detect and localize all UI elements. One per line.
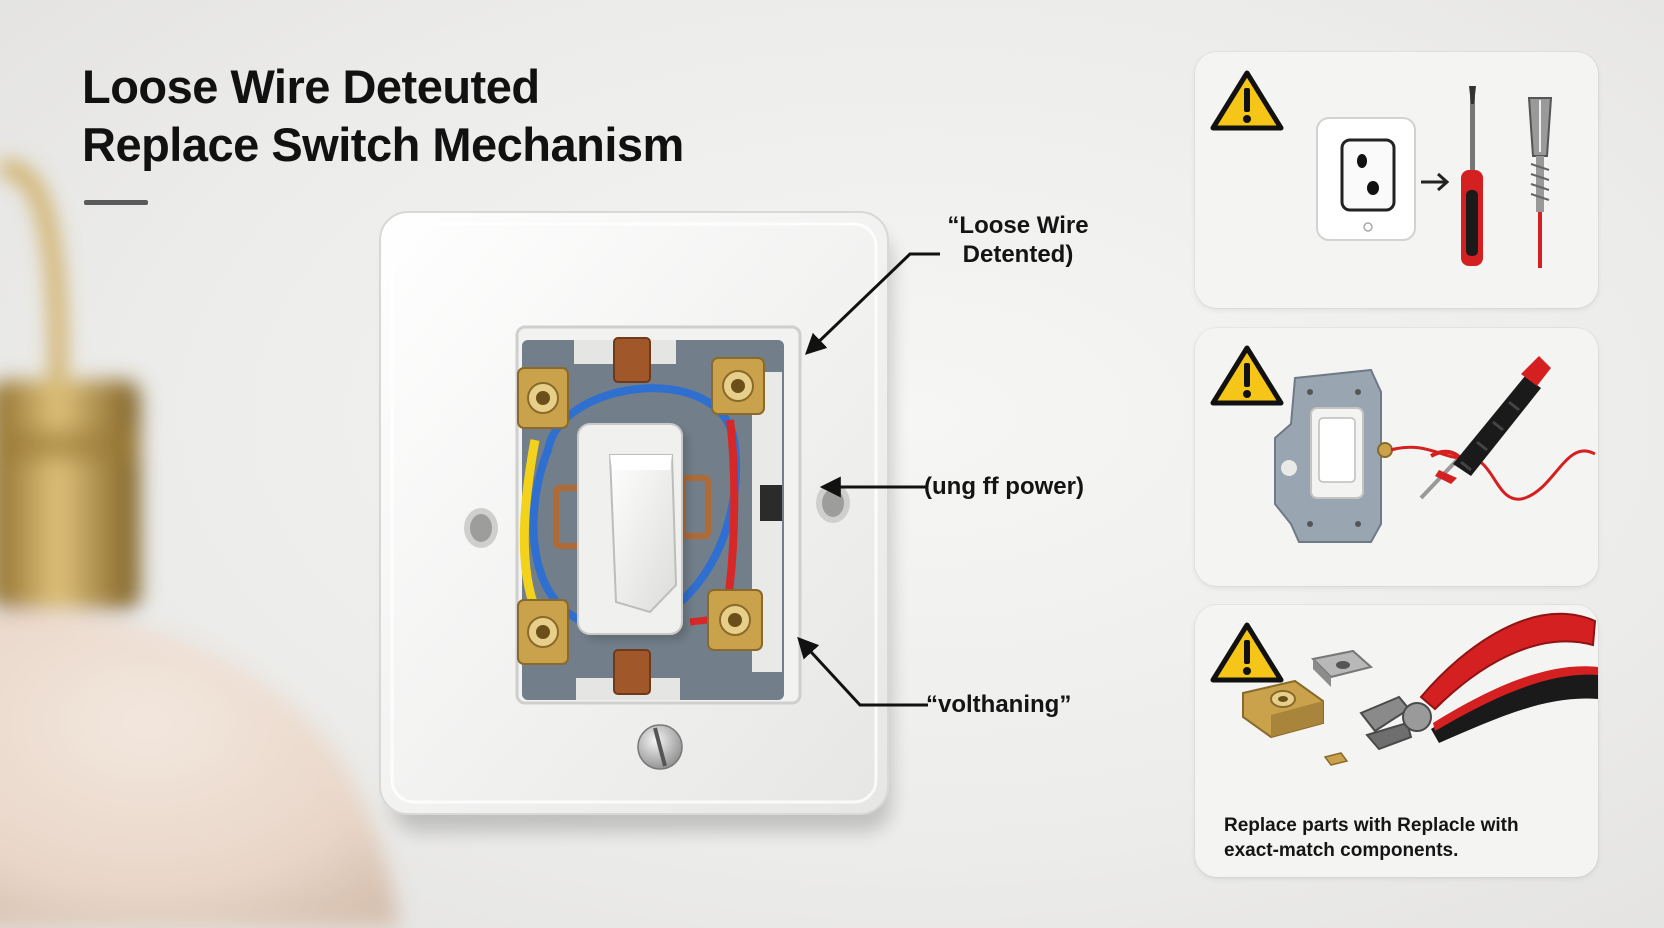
title-underline — [84, 200, 148, 205]
arrow-right-icon — [1421, 172, 1450, 192]
step-card-1 — [1195, 52, 1598, 308]
voltage-tester-icon — [1390, 356, 1596, 501]
page-title: Loose Wire Deteuted Replace Switch Mecha… — [82, 58, 684, 174]
callout-label-bottom: “volthaning” — [926, 691, 1072, 718]
callout-arrow-bottom — [797, 636, 928, 707]
lamp — [0, 162, 400, 928]
callout-top-line-2: Detented) — [962, 241, 1074, 268]
plate-screw — [637, 724, 683, 770]
terminal-block-icon — [1242, 679, 1349, 766]
outlet-icon — [1316, 117, 1416, 241]
terminal-bottom-left — [517, 599, 569, 665]
callout-top-line-1: “Loose Wire — [947, 212, 1089, 239]
step-card-2 — [1195, 328, 1598, 586]
title-line-1: Loose Wire Deteuted — [82, 60, 540, 113]
terminals — [517, 337, 765, 695]
caption-line-2: exact-match components. — [1224, 840, 1459, 861]
switch-rocker — [577, 423, 688, 640]
caption-line-1: Replace parts with Replacle with — [1224, 815, 1519, 836]
warning-icon — [1210, 345, 1284, 406]
switch-mechanism-icon — [1274, 368, 1393, 543]
callout-label-middle: (ung ff power) — [924, 473, 1084, 500]
terminal-top-left — [517, 367, 569, 429]
clip-icon — [1310, 649, 1374, 687]
callout-label-top: “Loose Wire Detented) — [918, 211, 1118, 269]
title-line-2: Replace Switch Mechanism — [82, 118, 684, 171]
terminal-bottom-right — [707, 589, 763, 651]
card-3-caption: Replace parts with Replacle with exact-m… — [1224, 813, 1584, 863]
step-card-3: Replace parts with Replacle with exact-m… — [1195, 605, 1598, 877]
probe-icon — [1527, 97, 1553, 268]
callout-arrow-top — [804, 252, 940, 355]
warning-icon — [1210, 622, 1284, 683]
warning-icon — [1210, 70, 1284, 131]
terminal-top-right — [711, 357, 765, 415]
pliers-icon — [1359, 612, 1598, 751]
screwdriver-icon — [1461, 86, 1483, 266]
